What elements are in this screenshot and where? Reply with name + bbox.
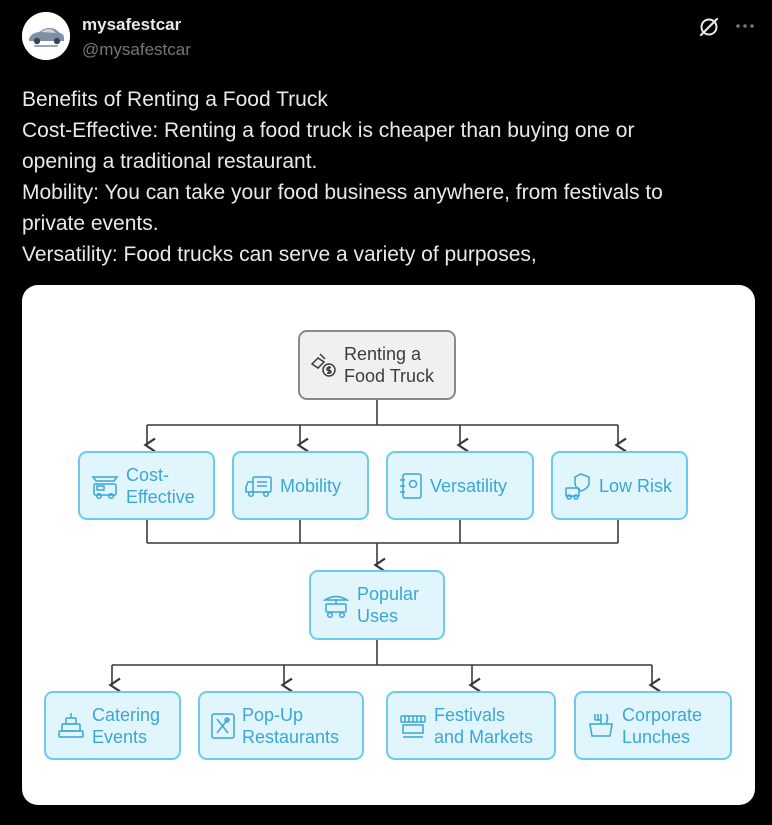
- diagram-connectors: [108, 400, 661, 693]
- node-label: Corporate Lunches: [622, 704, 703, 747]
- post-line: opening a traditional restaurant.: [22, 150, 318, 173]
- diagram-node-versatility: Versatility: [386, 451, 534, 520]
- diagram-node-root: Renting a Food Truck: [298, 330, 456, 400]
- author-name[interactable]: mysafestcar: [82, 15, 182, 34]
- post-line: Cost-Effective: Renting a food truck is …: [22, 119, 635, 142]
- node-label: Mobility: [280, 475, 342, 496]
- node-label: Festivals and Markets: [434, 704, 534, 747]
- node-label: Versatility: [430, 475, 508, 496]
- car-logo-icon: [22, 12, 70, 60]
- diagram-node-low-risk: Low Risk: [551, 451, 688, 520]
- utensils-icon: [210, 711, 236, 741]
- diagram-node-pop-up-restaurants: Pop-Up Restaurants: [198, 691, 364, 760]
- diagram-node-popular-uses: Popular Uses: [309, 570, 445, 640]
- post-text: Benefits of Renting a Food Truck Cost-Ef…: [22, 84, 752, 270]
- node-label: Catering Events: [92, 704, 161, 747]
- shield-truck-icon: [563, 471, 593, 501]
- diagram-node-mobility: Mobility: [232, 451, 369, 520]
- diagram-node-festivals-and-markets: Festivals and Markets: [386, 691, 556, 760]
- post-line: Versatility: Food trucks can serve a var…: [22, 243, 537, 266]
- grok-icon[interactable]: [698, 16, 720, 38]
- food-truck-icon: [90, 471, 120, 501]
- node-label: Popular Uses: [357, 584, 420, 626]
- post-image[interactable]: Renting a Food Truck Cost- Effective: [22, 285, 755, 805]
- author-avatar[interactable]: [22, 12, 70, 60]
- delivery-truck-icon: [244, 472, 274, 500]
- node-label: Pop-Up Restaurants: [242, 704, 340, 747]
- post-line: Mobility: You can take your food busines…: [22, 181, 663, 204]
- market-stall-icon: [398, 711, 428, 741]
- node-label: Cost- Effective: [126, 464, 195, 507]
- truck-money-icon: [310, 350, 338, 380]
- more-options-icon[interactable]: [733, 14, 757, 38]
- cake-icon: [56, 711, 86, 741]
- author-handle[interactable]: @mysafestcar: [82, 40, 191, 59]
- lunch-box-icon: [586, 711, 616, 741]
- food-cart-icon: [321, 590, 351, 620]
- post-line: Benefits of Renting a Food Truck: [22, 88, 328, 111]
- node-label: Low Risk: [599, 475, 673, 496]
- notebook-icon: [398, 471, 424, 501]
- node-label: Renting a Food Truck: [344, 344, 435, 386]
- diagram-node-cost-effective: Cost- Effective: [78, 451, 215, 520]
- diagram-node-catering-events: Catering Events: [44, 691, 181, 760]
- post-line: private events.: [22, 212, 159, 235]
- diagram-node-corporate-lunches: Corporate Lunches: [574, 691, 732, 760]
